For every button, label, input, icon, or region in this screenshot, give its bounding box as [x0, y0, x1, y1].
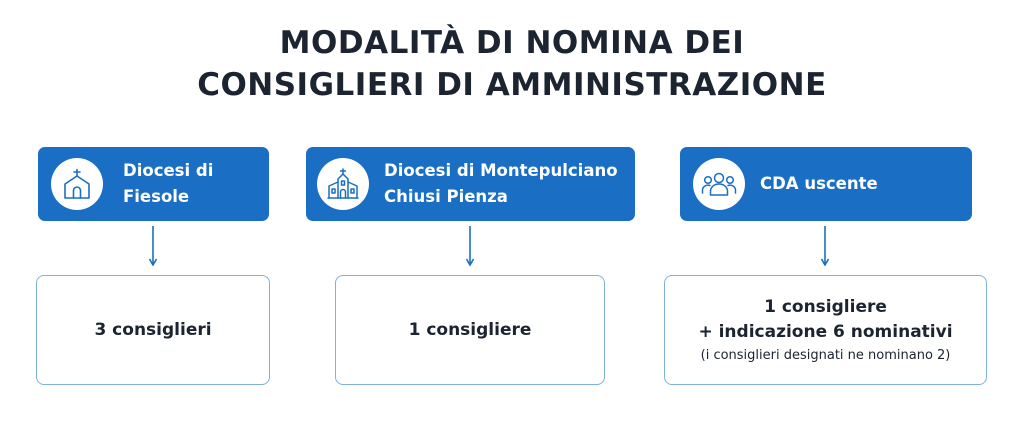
title-line-2: CONSIGLIERI DI AMMINISTRAZIONE [197, 67, 827, 103]
result-box-fiesole: 3 consiglieri [36, 275, 270, 385]
church-icon [64, 168, 90, 199]
result-text: 1 consigliere [408, 319, 532, 340]
source-box-montepulciano: Diocesi di Montepulciano Chiusi Pienza [306, 147, 635, 221]
arrow-down-icon [465, 226, 475, 266]
result-box-montepulciano: 1 consigliere [335, 275, 605, 385]
result-text: 3 consiglieri [94, 319, 212, 340]
result-box-cda: 1 consigliere + indicazione 6 nominativi… [664, 275, 987, 385]
source-label: Diocesi di Montepulciano Chiusi Pienza [384, 161, 618, 206]
icon-circle [317, 158, 369, 210]
cathedral-icon [327, 168, 359, 199]
result-text: 1 consigliere + indicazione 6 nominativi [698, 296, 953, 342]
arrow-down-icon [148, 226, 158, 266]
source-box-fiesole: Diocesi di Fiesole [38, 147, 269, 221]
source-label: Diocesi di Fiesole [123, 161, 214, 206]
source-label: CDA uscente [760, 174, 878, 193]
arrow-down-icon [820, 226, 830, 266]
title-line-1: MODALITÀ DI NOMINA DEI [279, 25, 745, 61]
people-group-icon [701, 172, 737, 196]
source-box-cda: CDA uscente [680, 147, 972, 221]
page-title: MODALITÀ DI NOMINA DEI CONSIGLIERI DI AM… [0, 22, 1024, 106]
icon-circle [51, 158, 103, 210]
icon-circle [693, 158, 745, 210]
result-note: (i consiglieri designati ne nominano 2) [700, 347, 951, 363]
